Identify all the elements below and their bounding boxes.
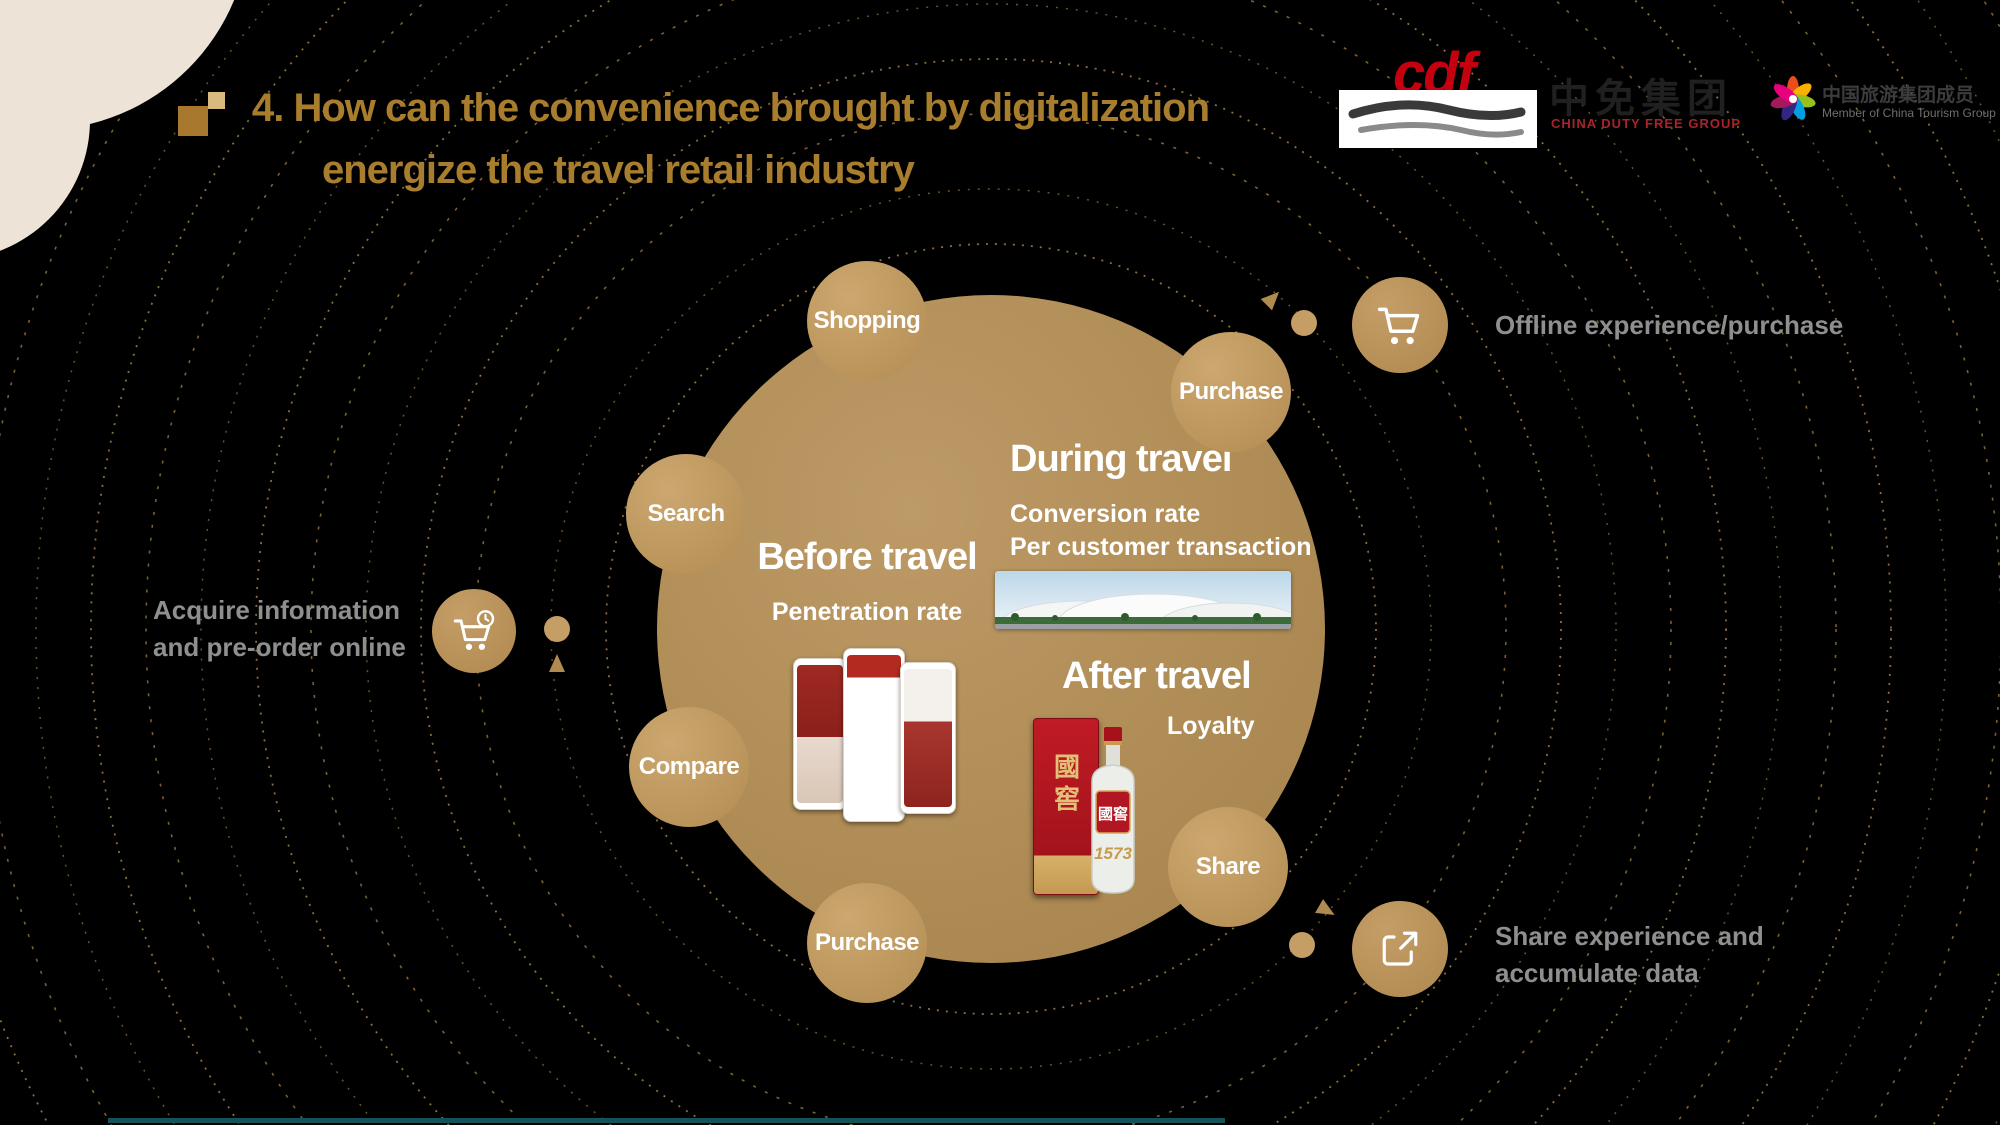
phone-mockup xyxy=(793,658,847,810)
slide-title-line1: 4. How can the convenience brought by di… xyxy=(252,86,1210,130)
bottom-accent-bar xyxy=(108,1118,1225,1123)
step-purchase-top: Purchase xyxy=(1171,332,1291,452)
step-label: Share xyxy=(1195,853,1261,880)
callout-share: Share experience and accumulate data xyxy=(1495,918,1764,992)
cart-preorder-icon xyxy=(453,610,495,650)
orbit-dot-left xyxy=(544,616,570,642)
step-purchase-bottom: Purchase xyxy=(807,883,927,1003)
preorder-online-node xyxy=(432,589,516,673)
title-bullet-square xyxy=(178,106,208,136)
stage-after-metric: Loyalty xyxy=(1167,712,1255,740)
title-bullet-square-small xyxy=(208,92,225,109)
callout-share-line2: accumulate data xyxy=(1495,958,1699,988)
bottle-year-text: 1573 xyxy=(1094,844,1132,863)
liquor-box-text: 國窖 xyxy=(1050,753,1081,817)
step-shopping: Shopping xyxy=(807,261,927,381)
app-screenshots-image xyxy=(793,648,956,832)
liquor-bottle-image: 國窖 1573 xyxy=(1078,727,1148,899)
step-label: Compare xyxy=(638,753,740,780)
orbit-dot-bottom-right xyxy=(1289,932,1315,958)
step-label: Search xyxy=(647,500,725,527)
corner-blob-decoration xyxy=(0,0,235,251)
member-of-ctg-en: Member of China Tourism Group xyxy=(1822,106,1996,120)
step-label: Purchase xyxy=(1178,378,1284,405)
slide-title-line2: energize the travel retail industry xyxy=(322,148,915,192)
airport-terminal-image xyxy=(995,571,1291,629)
callout-acquire: Acquire information and pre-order online xyxy=(153,592,406,666)
flow-arrow-bottom-right xyxy=(1315,899,1335,915)
share-data-node xyxy=(1352,901,1448,997)
callout-share-line1: Share experience and xyxy=(1495,921,1764,951)
callout-acquire-line1: Acquire information xyxy=(153,595,401,625)
stage-before-title: Before travel xyxy=(757,536,977,578)
bottle-label-text: 國窖 xyxy=(1098,805,1128,823)
stage-during-metric1: Conversion rate xyxy=(1010,500,1201,528)
stage-after-title: After travel xyxy=(1062,655,1252,697)
step-label: Shopping xyxy=(813,307,921,334)
china-duty-free-group-cn: 中免集团 xyxy=(1549,77,1733,121)
flow-arrow-top-right xyxy=(1260,291,1280,311)
cdf-brush-image xyxy=(1339,90,1537,148)
stage-before-metric: Penetration rate xyxy=(771,598,963,626)
member-of-ctg-cn: 中国旅游集团成员 xyxy=(1822,85,1975,106)
step-search: Search xyxy=(626,454,746,574)
phone-mockup xyxy=(843,648,905,822)
stage-during-metric2: Per customer transaction xyxy=(1010,533,1312,561)
callout-offline: Offline experience/purchase xyxy=(1495,310,1844,340)
phone-mockup xyxy=(900,662,956,814)
china-tourism-group-logo-icon xyxy=(1770,76,1816,121)
stage-during-title: During travel xyxy=(1010,438,1232,480)
callout-acquire-line2: and pre-order online xyxy=(153,632,406,662)
orbit-dot-top-right xyxy=(1291,310,1317,336)
step-compare: Compare xyxy=(629,707,749,827)
share-icon xyxy=(1382,931,1418,966)
offline-purchase-node xyxy=(1352,277,1448,373)
china-duty-free-group-en: CHINA DUTY FREE GROUP xyxy=(1551,116,1742,131)
flow-arrow-left xyxy=(549,654,565,672)
step-share: Share xyxy=(1168,807,1288,927)
step-label: Purchase xyxy=(814,929,920,956)
cart-icon xyxy=(1377,307,1420,345)
liquor-gift-box-image: 國窖 xyxy=(1033,718,1099,895)
